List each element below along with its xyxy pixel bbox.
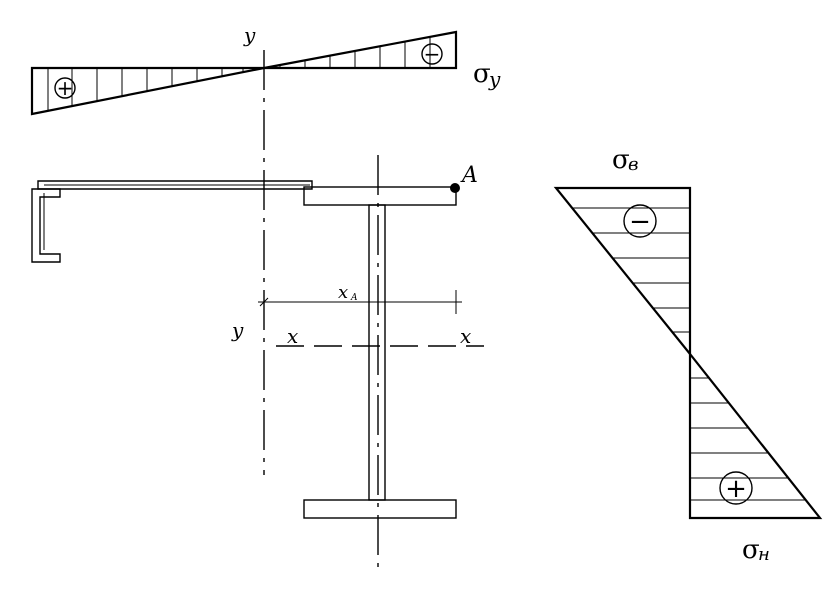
sigma-vn-hatching xyxy=(572,207,806,501)
sigma-n-plus-circle xyxy=(719,471,753,505)
sigma-v-symbol: σ xyxy=(612,145,630,175)
top-flange xyxy=(303,186,457,206)
point-a-marker xyxy=(450,183,460,193)
sigma-y-minus-circle xyxy=(421,43,443,65)
dimension-xa-subscript: A xyxy=(350,293,358,303)
sigma-y-diagram: + − σ y xyxy=(30,30,501,116)
x-axis-label-left: x xyxy=(287,324,298,348)
y-axis-label-mid: y xyxy=(231,318,244,342)
y-axis-label-top: y xyxy=(243,23,256,47)
channel-section xyxy=(31,180,313,263)
sigma-y-symbol: σ xyxy=(473,59,491,89)
sigma-n-plus-sign: + xyxy=(725,474,747,504)
sigma-n-subscript: н xyxy=(758,544,770,565)
sigma-y-subscript: y xyxy=(488,67,501,91)
i-beam-section: A xyxy=(303,155,478,570)
sigma-v-minus-circle xyxy=(623,204,657,238)
dimension-xa-label: x xyxy=(338,282,348,303)
dimension-xa-tick-left xyxy=(259,297,269,307)
sigma-y-hatching xyxy=(47,37,431,111)
x-axis: x x xyxy=(276,324,484,348)
sigma-y-plus-circle xyxy=(54,77,76,99)
y-axis: y y xyxy=(231,23,265,475)
cover-plate xyxy=(37,180,313,190)
sigma-v-subscript: в xyxy=(628,154,638,175)
sigma-n-symbol: σ xyxy=(742,535,760,565)
sigma-y-plus-sign: + xyxy=(57,76,74,100)
dimension-xa: x A xyxy=(258,282,462,314)
sigma-v-minus-sign: − xyxy=(629,207,651,237)
channel-profile xyxy=(31,188,61,263)
point-a-label: A xyxy=(460,163,478,188)
sigma-y-minus-sign: − xyxy=(424,42,441,66)
beam-web xyxy=(368,204,386,501)
sigma-vn-diagram: − + σ в σ н xyxy=(553,145,823,565)
sigma-y-negative-triangle xyxy=(263,30,458,70)
x-axis-label-right: x xyxy=(460,324,471,348)
bottom-flange xyxy=(303,499,457,519)
sigma-v-triangle xyxy=(553,186,692,358)
sigma-n-triangle xyxy=(688,350,823,520)
sigma-y-positive-triangle xyxy=(30,66,265,116)
